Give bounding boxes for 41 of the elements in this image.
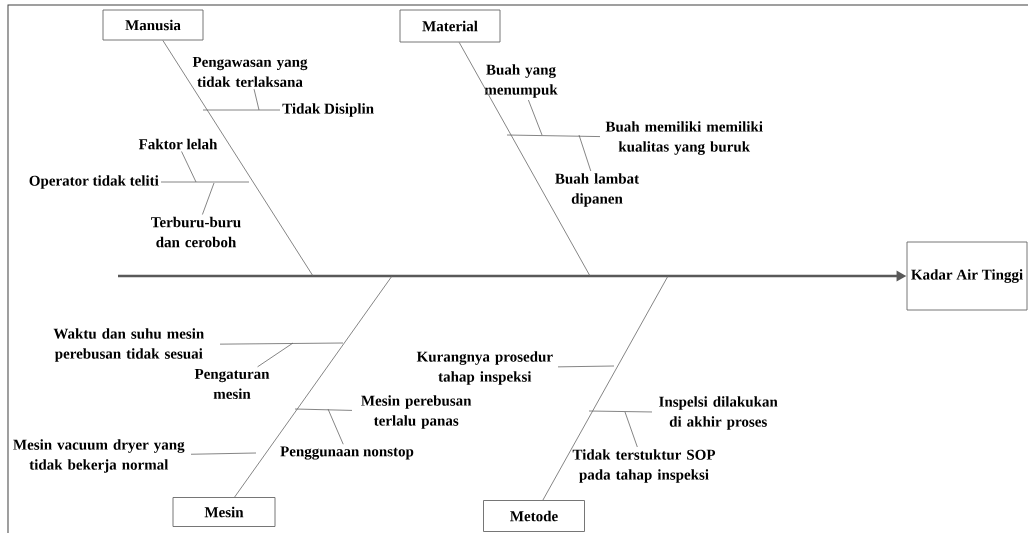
cause-text: Mesin perebusan terlalu panas bbox=[361, 395, 472, 429]
cause-text: Inspelsi dilakukan di akhir proses bbox=[659, 396, 778, 430]
cause-text: Penggunaan nonstop bbox=[280, 446, 414, 460]
branch-line bbox=[557, 365, 615, 368]
category-box: Material bbox=[399, 9, 501, 43]
branch-line bbox=[294, 408, 353, 411]
cause-text: Terburu-buru dan ceroboh bbox=[151, 216, 241, 248]
branch-line bbox=[257, 342, 294, 368]
cause-text: Buah yang menumpuk bbox=[484, 64, 558, 98]
fish-bone bbox=[162, 40, 314, 277]
cause-text: Pengawasan yang tidak terlaksana bbox=[192, 57, 308, 87]
branch-line bbox=[181, 151, 197, 183]
cause-text: Pengaturan mesin bbox=[194, 369, 270, 399]
branch-line bbox=[219, 342, 344, 345]
branch-line bbox=[588, 410, 653, 413]
cause-text: Buah lambat dipanen bbox=[555, 173, 639, 207]
fish-bone bbox=[458, 42, 591, 277]
category-box: Metode bbox=[483, 500, 585, 532]
branch-line bbox=[528, 99, 543, 136]
cause-text: Tidak Disiplin bbox=[282, 103, 374, 117]
cause-text: Faktor lelah bbox=[138, 138, 218, 150]
cause-text: Waktu dan suhu mesin perebusan tidak sesuai bbox=[53, 328, 204, 362]
category-box: Manusia bbox=[102, 9, 204, 41]
branch-line bbox=[253, 88, 260, 111]
cause-text: Operator tidak teliti bbox=[29, 175, 159, 189]
cause-text: Tidak terstuktur SOP pada tahap inspeksi bbox=[572, 449, 716, 483]
branch-line bbox=[327, 408, 344, 445]
category-box: Kadar Air Tinggi bbox=[906, 241, 1028, 311]
category-box: Mesin bbox=[172, 497, 276, 527]
cause-text: Mesin vacuum dryer yang tidak bekerja normal bbox=[13, 439, 185, 473]
branch-line bbox=[578, 134, 592, 172]
cause-text: Kurangnya prosedur tahap inspeksi bbox=[416, 351, 553, 385]
cause-text: Buah memiliki memiliki kualitas yang buruk bbox=[605, 121, 763, 155]
fish-bone bbox=[542, 275, 669, 501]
branch-line bbox=[624, 411, 638, 448]
branch-line bbox=[202, 182, 215, 215]
branch-line bbox=[506, 134, 601, 137]
branch-line bbox=[160, 181, 250, 183]
branch-line bbox=[190, 452, 257, 455]
branch-line bbox=[202, 109, 281, 111]
fish-bone bbox=[234, 275, 393, 498]
